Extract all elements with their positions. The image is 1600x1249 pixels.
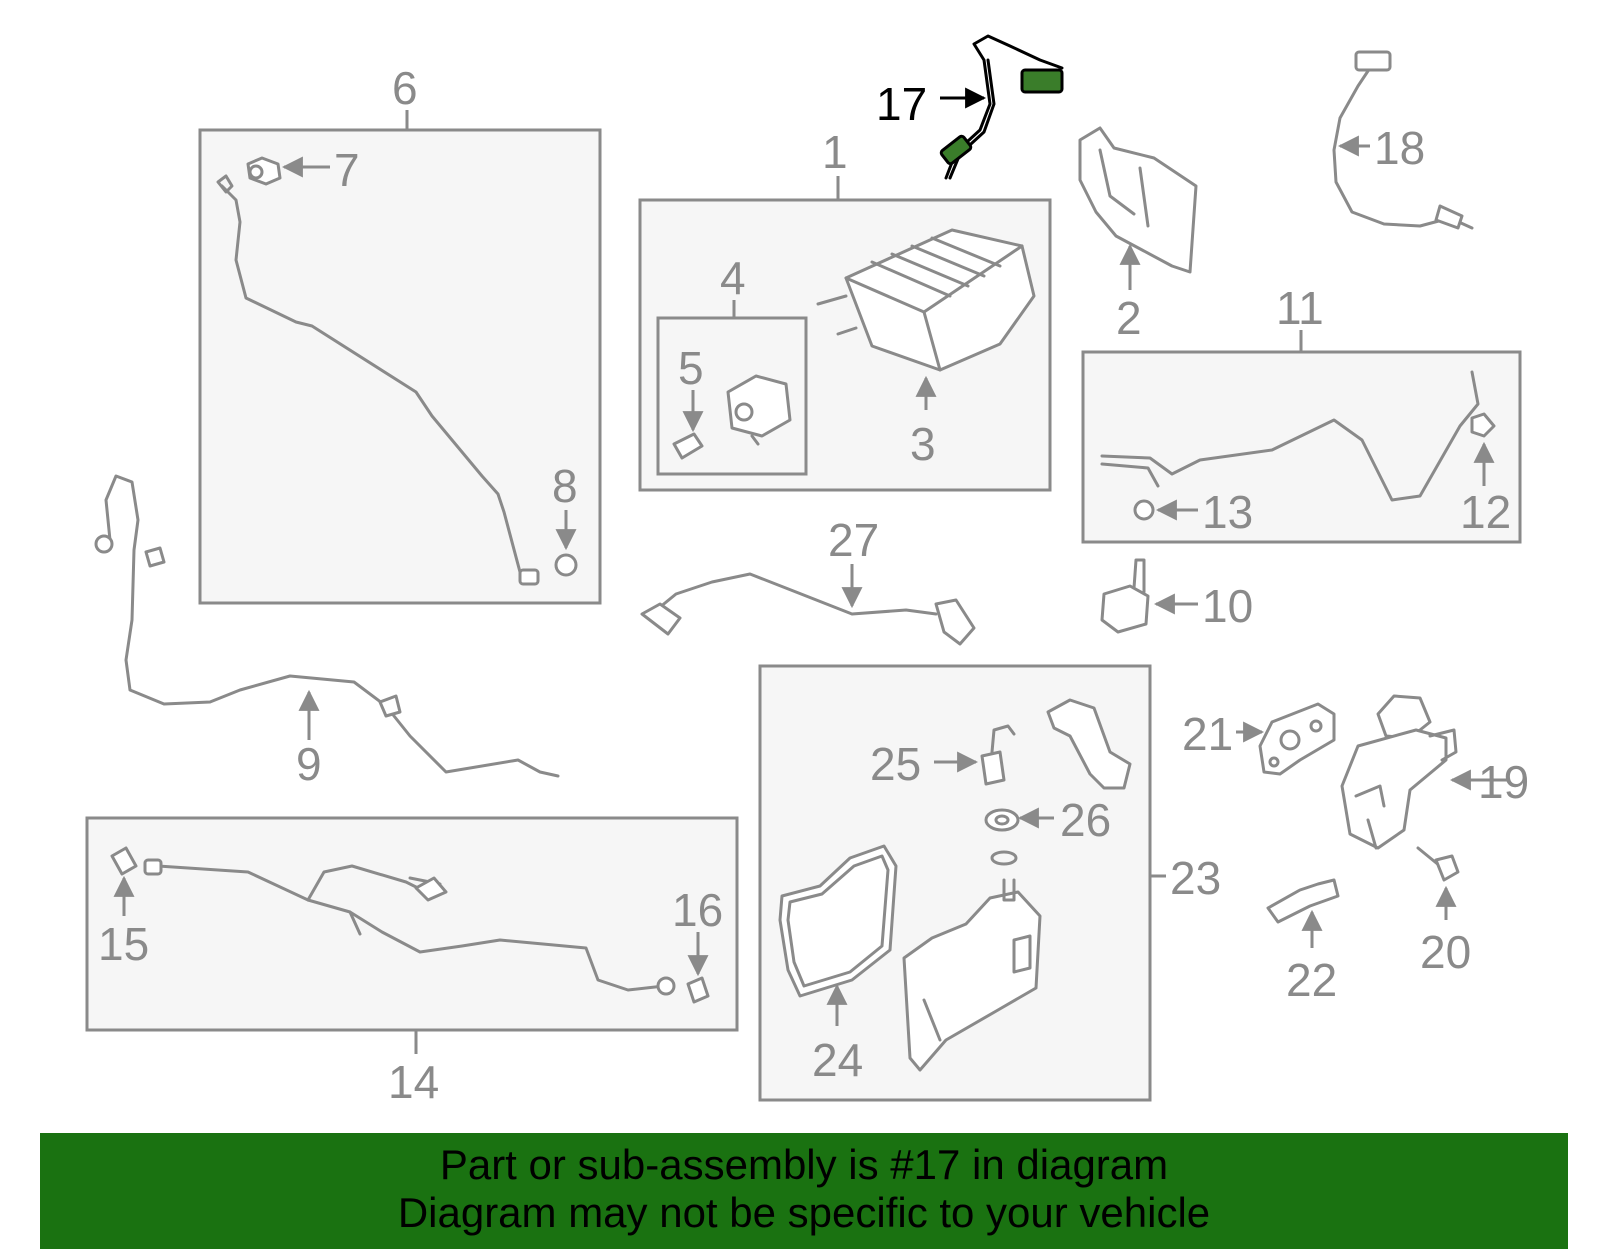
callout-26[interactable]: 26 [1060, 794, 1111, 846]
part-5-connector[interactable] [672, 432, 704, 460]
callout-4[interactable]: 4 [720, 252, 746, 304]
part-14-hose[interactable] [143, 858, 676, 996]
callout-21[interactable]: 21 [1182, 708, 1233, 760]
callout-7[interactable]: 7 [334, 144, 360, 196]
callout-12[interactable]: 12 [1460, 486, 1511, 538]
callout-20[interactable]: 20 [1420, 926, 1471, 978]
banner-line-2: Diagram may not be specific to your vehi… [397, 1189, 1211, 1236]
part-3-canister[interactable] [816, 228, 1036, 372]
part-4-valve[interactable] [726, 374, 792, 446]
part-16-clip[interactable] [686, 976, 710, 1004]
part-20-bolt[interactable] [1416, 846, 1460, 882]
callout-8[interactable]: 8 [552, 460, 578, 512]
callout-5[interactable]: 5 [678, 342, 704, 394]
callout-23[interactable]: 23 [1170, 852, 1221, 904]
group-box-6 [198, 128, 602, 605]
callout-25[interactable]: 25 [870, 738, 921, 790]
part-24-gasket[interactable] [778, 844, 898, 998]
callout-13[interactable]: 13 [1202, 486, 1253, 538]
part-11-hose[interactable] [1100, 370, 1480, 502]
callout-22[interactable]: 22 [1286, 954, 1337, 1006]
part-18-oxygen-sensor[interactable] [1332, 50, 1474, 230]
callout-18[interactable]: 18 [1374, 122, 1425, 174]
callout-27[interactable]: 27 [828, 514, 879, 566]
callout-3[interactable]: 3 [910, 418, 936, 470]
part-21-gasket[interactable] [1258, 702, 1336, 776]
part-6-fuel-line[interactable] [216, 174, 540, 586]
part-19-egr-valve[interactable] [1340, 694, 1458, 850]
part-23-tube[interactable] [1046, 698, 1132, 790]
callout-9[interactable]: 9 [296, 738, 322, 790]
part-25-connector[interactable] [980, 724, 1016, 786]
part-2-shield[interactable] [1078, 126, 1198, 274]
part-26-grommet[interactable] [984, 808, 1020, 866]
part-13-cap[interactable] [1133, 499, 1155, 521]
part-7-clip[interactable] [246, 156, 282, 186]
callout-17[interactable]: 17 [876, 78, 927, 130]
part-17-oxygen-sensor[interactable] [939, 34, 1064, 180]
part-12-cap[interactable] [1470, 412, 1496, 438]
callout-6[interactable]: 6 [392, 62, 418, 114]
part-9-vent-tube[interactable] [94, 474, 560, 778]
part-27-hose[interactable] [640, 572, 976, 646]
callout-2[interactable]: 2 [1116, 292, 1142, 344]
callout-19[interactable]: 19 [1478, 756, 1529, 808]
callout-14[interactable]: 14 [388, 1056, 439, 1108]
info-banner: Part or sub-assembly is #17 in diagram D… [40, 1133, 1568, 1249]
part-22-sensor[interactable] [1266, 878, 1340, 924]
callout-24[interactable]: 24 [812, 1034, 863, 1086]
part-15-clip[interactable] [110, 846, 138, 876]
callout-10[interactable]: 10 [1202, 580, 1253, 632]
part-8-cap[interactable] [554, 553, 578, 577]
group-box-14 [85, 816, 739, 1032]
callout-1[interactable]: 1 [822, 126, 848, 178]
banner-line-1: Part or sub-assembly is #17 in diagram [439, 1141, 1169, 1188]
callout-16[interactable]: 16 [672, 884, 723, 936]
callout-11[interactable]: 11 [1276, 282, 1324, 334]
part-23-cover[interactable] [902, 878, 1042, 1072]
callout-15[interactable]: 15 [98, 918, 149, 970]
part-10-fitting[interactable] [1100, 558, 1150, 634]
